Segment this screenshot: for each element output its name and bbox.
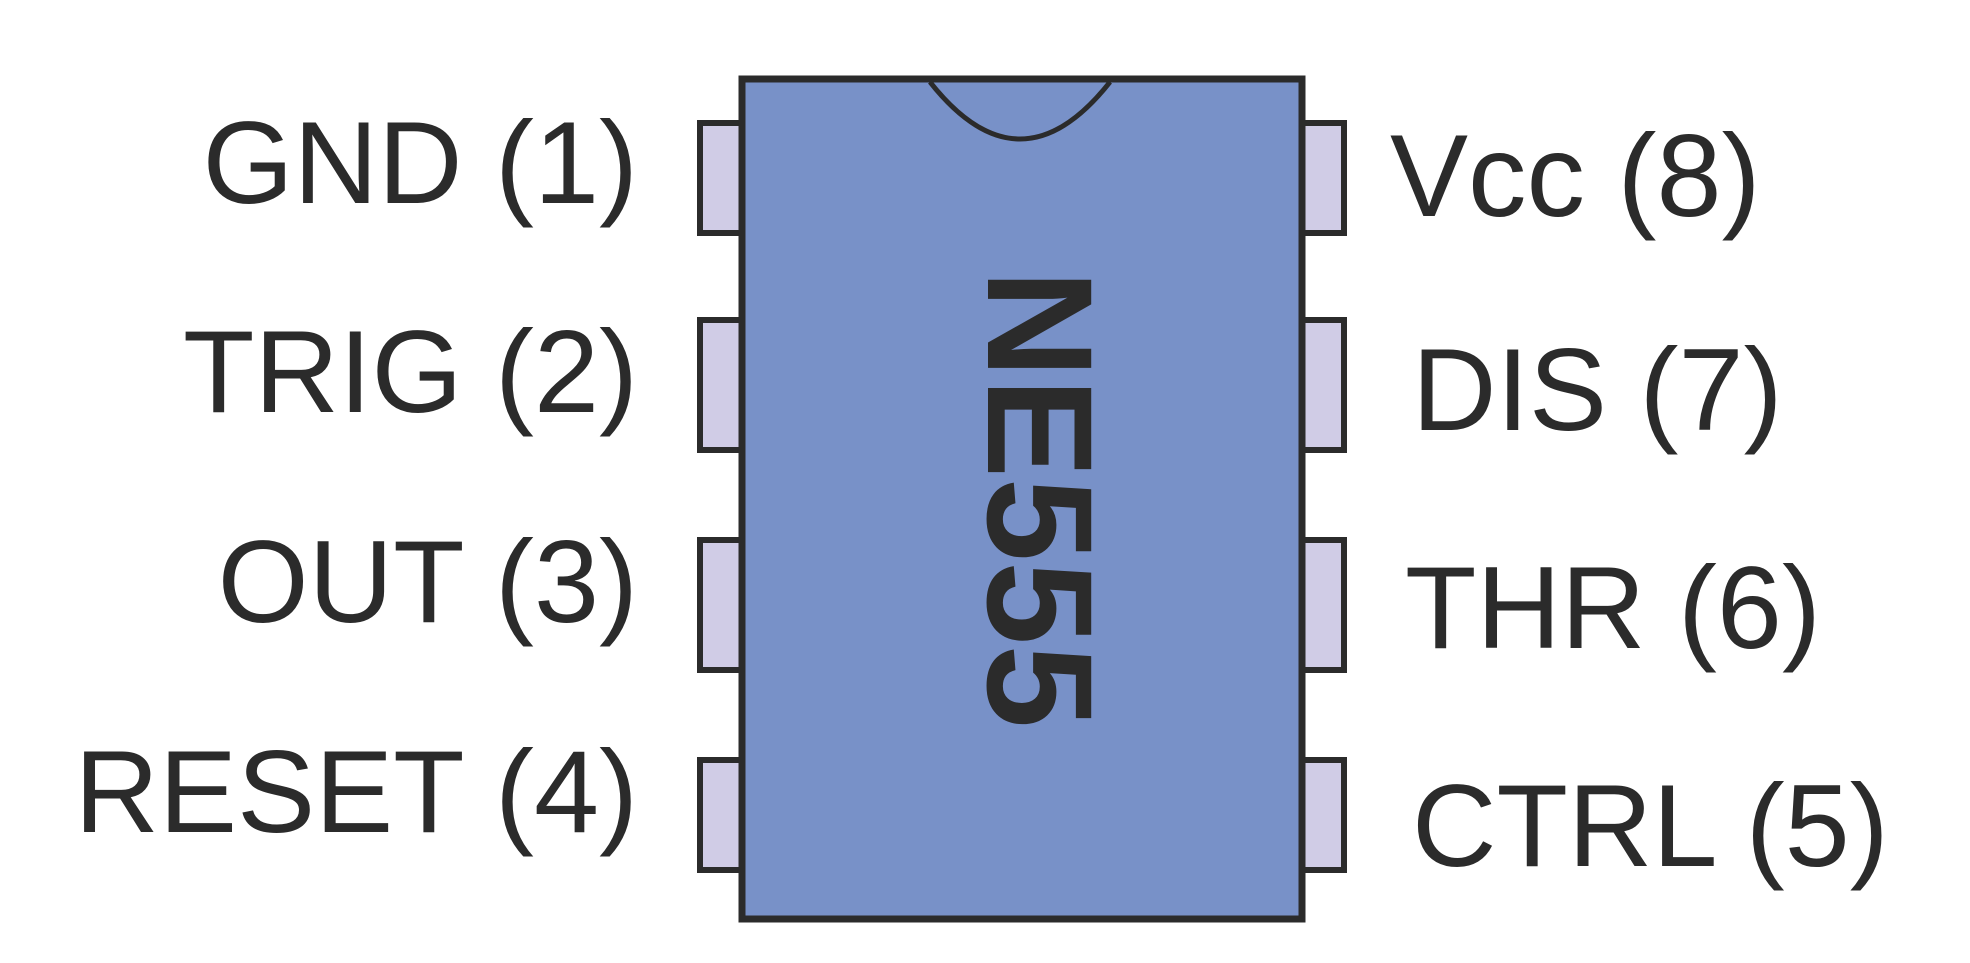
pin-7 <box>1299 317 1347 453</box>
pin-4 <box>697 757 745 873</box>
pin-3 <box>697 537 745 673</box>
pin-label-dis: DIS (7) <box>1412 324 1783 455</box>
chip-label: NE555 <box>956 270 1124 729</box>
orientation-notch <box>928 80 1112 142</box>
pin-1 <box>697 120 745 236</box>
pin-label-ctrl: CTRL (5) <box>1412 760 1889 891</box>
pin-label-trig: TRIG (2) <box>183 306 638 437</box>
pin-label-reset: RESET (4) <box>75 726 638 857</box>
pin-label-thr: THR (6) <box>1405 542 1821 673</box>
pin-label-vcc: Vcc (8) <box>1390 110 1761 241</box>
pin-5 <box>1299 757 1347 873</box>
pin-label-out: OUT (3) <box>218 516 638 647</box>
pin-8 <box>1299 120 1347 236</box>
pin-2 <box>697 317 745 453</box>
chip-body <box>738 75 1306 923</box>
pin-6 <box>1299 537 1347 673</box>
pin-label-gnd: GND (1) <box>203 97 639 228</box>
